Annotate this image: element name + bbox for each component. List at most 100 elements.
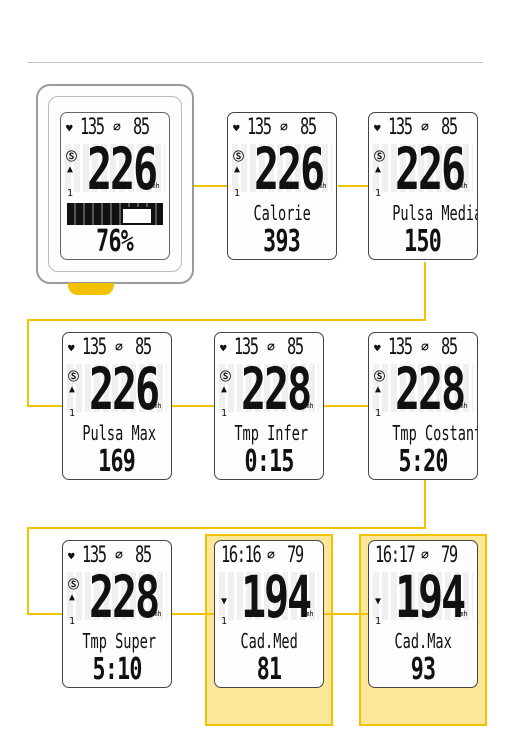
lcd-speed: 228 <box>241 355 312 423</box>
connector-row1-to-row2 <box>27 262 426 407</box>
lcd-top-left: 135 <box>388 335 413 360</box>
up-arrow-icon: ▲ <box>375 384 382 395</box>
s-mode-icon: Ⓢ <box>233 150 244 163</box>
header-rule <box>28 62 483 63</box>
lcd-ghost-segments <box>373 144 473 192</box>
lcd-screen-pulsa-max: ♥ 135 ⌀ 85 Ⓢ ▲ 1 226 kmh Pulsa Max 169 <box>62 332 172 480</box>
lcd-value: 76% <box>96 224 135 259</box>
up-arrow-icon: ▲ <box>69 592 76 603</box>
lcd-unit: kmh <box>301 402 314 410</box>
s-mode-icon: Ⓢ <box>66 150 77 163</box>
lcd-lane: 1 <box>69 616 76 627</box>
lcd-lane: 1 <box>375 408 382 419</box>
s-mode-icon: Ⓢ <box>374 370 385 383</box>
lcd-lane: 1 <box>375 188 382 199</box>
lcd-value: 81 <box>256 652 282 687</box>
cadence-icon: ⌀ <box>421 120 429 135</box>
lcd-speed: 228 <box>89 563 160 631</box>
lcd-label: Tmp Super <box>82 629 157 653</box>
lcd-value: 93 <box>410 652 436 687</box>
lcd-speed: 226 <box>89 355 160 423</box>
heart-icon: ♥ <box>68 550 75 563</box>
lcd-top-right: 85 <box>441 335 458 360</box>
lcd-screen-tmp-super: ♥ 135 ⌀ 85 Ⓢ ▲ 1 228 kmh Tmp Super 5:10 <box>62 540 172 688</box>
lcd-top-right: 85 <box>441 115 458 140</box>
up-arrow-icon: ▲ <box>221 384 228 395</box>
lcd-label: Cad.Med <box>240 629 298 653</box>
lcd-top-left: 135 <box>80 115 105 140</box>
lcd-ghost-segments <box>219 364 319 412</box>
heart-icon: ♥ <box>374 342 381 355</box>
lcd-top-right: 85 <box>287 335 304 360</box>
lcd-clock: 16:16 <box>221 543 262 568</box>
lcd-value: 0:15 <box>244 444 294 479</box>
cadence-icon: ⌀ <box>115 548 123 563</box>
lcd-clock: 16:17 <box>375 543 416 568</box>
lcd-top-right: 79 <box>441 543 458 568</box>
lcd-unit: kmh <box>301 610 314 618</box>
cadence-icon: ⌀ <box>280 120 288 135</box>
cadence-icon: ⌀ <box>115 340 123 355</box>
lcd-ghost-segments <box>373 572 473 620</box>
lcd-screen-device: ♥ 135 ⌀ 85 Ⓢ ▲ 1 226 kmh 76% <box>60 112 170 260</box>
lcd-speed: 226 <box>254 135 325 203</box>
cadence-icon: ⌀ <box>267 340 275 355</box>
heart-icon: ♥ <box>220 342 227 355</box>
lcd-value: 150 <box>404 224 443 259</box>
lcd-speed: 194 <box>241 563 312 631</box>
lcd-unit: kmh <box>149 402 162 410</box>
lcd-label: Cad.Max <box>394 629 452 653</box>
up-arrow-icon: ▲ <box>69 384 76 395</box>
lcd-ghost-segments <box>67 364 167 412</box>
connector-row2-to-row3 <box>27 480 426 615</box>
lcd-unit: kmh <box>455 402 468 410</box>
lcd-screen-cad-med: 16:16 ⌀ 79 ▼ 1 194 kmh Cad.Med 81 <box>214 540 324 688</box>
lcd-top-right: 85 <box>135 543 152 568</box>
lcd-top-right: 79 <box>287 543 304 568</box>
cadence-icon: ⌀ <box>421 548 429 563</box>
s-mode-icon: Ⓢ <box>68 578 79 591</box>
lcd-lane: 1 <box>69 408 76 419</box>
down-arrow-icon: ▼ <box>375 596 382 607</box>
lcd-top-right: 85 <box>300 115 317 140</box>
lcd-speed: 194 <box>395 563 466 631</box>
lcd-lane: 1 <box>221 408 228 419</box>
lcd-label: Calorie <box>253 201 311 225</box>
cadence-icon: ⌀ <box>421 340 429 355</box>
lcd-lane: 1 <box>67 188 74 199</box>
lcd-label: Pulsa Max <box>82 421 157 445</box>
lcd-unit: kmh <box>455 610 468 618</box>
lcd-lane: 1 <box>221 616 228 627</box>
lcd-screen-tmp-infer: ♥ 135 ⌀ 85 Ⓢ ▲ 1 228 kmh Tmp Infer 0:15 <box>214 332 324 480</box>
lcd-unit: kmh <box>455 182 468 190</box>
lcd-progress-marker <box>121 207 153 225</box>
lcd-ghost-segments <box>65 144 165 192</box>
lcd-value: 5:20 <box>398 444 448 479</box>
lcd-speed: 228 <box>395 355 466 423</box>
s-mode-icon: Ⓢ <box>68 370 79 383</box>
lcd-top-right: 85 <box>135 335 152 360</box>
lcd-lane: 1 <box>234 188 241 199</box>
lcd-value: 5:10 <box>92 652 142 687</box>
lcd-screen-pulsa-media: ♥ 135 ⌀ 85 Ⓢ ▲ 1 226 kmh Pulsa Media 150 <box>368 112 478 260</box>
lcd-ghost-segments <box>67 572 167 620</box>
device-bezel <box>48 96 182 272</box>
down-arrow-icon: ▼ <box>221 596 228 607</box>
up-arrow-icon: ▲ <box>234 164 241 175</box>
heart-icon: ♥ <box>233 122 240 135</box>
s-mode-icon: Ⓢ <box>374 150 385 163</box>
lcd-top-left: 135 <box>388 115 413 140</box>
device-button[interactable] <box>68 283 114 295</box>
lcd-top-left: 135 <box>247 115 272 140</box>
lcd-ghost-segments <box>219 572 319 620</box>
lcd-label: Pulsa Media <box>392 201 478 225</box>
lcd-screen-calorie: ♥ 135 ⌀ 85 Ⓢ ▲ 1 226 kmh Calorie 393 <box>227 112 337 260</box>
lcd-speed: 226 <box>87 135 158 203</box>
lcd-top-left: 135 <box>82 335 107 360</box>
lcd-value: 393 <box>263 224 302 259</box>
lcd-lane: 1 <box>375 616 382 627</box>
lcd-top-left: 135 <box>234 335 259 360</box>
heart-icon: ♥ <box>374 122 381 135</box>
lcd-top-right: 85 <box>133 115 150 140</box>
